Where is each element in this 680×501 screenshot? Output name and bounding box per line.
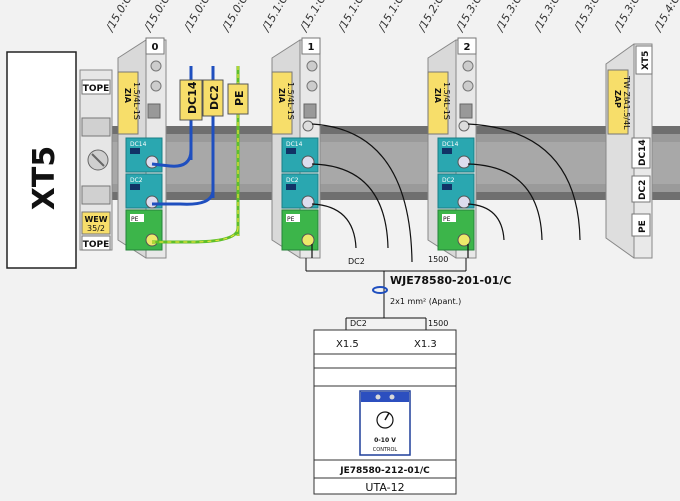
end-plate-label: PE (638, 220, 648, 233)
terminal-2: ZIA 1.5/4L-1S 2 DC14 DC2 PE (427, 37, 477, 259)
terminal-screw-icon (301, 155, 315, 169)
terminal-screw-icon (457, 233, 471, 247)
device-name: UTA-12 (365, 481, 404, 494)
terminal-screw-icon (301, 233, 315, 247)
end-clamp-wew-sub: 35/2 (87, 224, 105, 233)
terminal-0: ZIA 1.5/4L-1S 0 DC14 DC2 PE (117, 37, 167, 259)
terminal-type-code: ZIA (123, 88, 132, 104)
left-block: XT5 (6, 51, 77, 269)
ref-label: /15.0:C (181, 0, 213, 34)
ref-label: /15.1:C (375, 0, 407, 34)
end-clamp-bottom-label: TOPE (83, 240, 110, 250)
cable-spec: 2x1 mm² (Apant.) (390, 297, 461, 306)
terminal-tab-pe: PE (443, 216, 451, 223)
cable-left-label: DC2 (348, 257, 365, 266)
device-left-label: DC2 (350, 319, 367, 328)
terminal-type-spec: 1.5/4L-1S (442, 82, 451, 120)
ref-label: /15.3:C (611, 0, 643, 34)
ref-label: /15.3:C (531, 0, 563, 34)
terminal-type-spec: 1.5/4L-1S (286, 82, 295, 120)
terminal-1: ZIA 1.5/4L-1S 1 DC14 DC2 PE (271, 37, 321, 259)
terminal-tab-pe: PE (131, 216, 139, 223)
cable-run: DC2 1500 WJE78580-201-01/C 2x1 mm² (Apan… (305, 255, 512, 318)
terminal-screw-icon (457, 195, 471, 209)
ref-label: /15.3:C (453, 0, 485, 34)
device-terminal-left: X1.5 (336, 339, 359, 350)
terminal-screw-icon (145, 195, 159, 209)
ref-label: /15.0:C (219, 0, 251, 34)
ref-label: /15.0:C (103, 0, 135, 34)
terminal-type-code: ZIA (433, 88, 442, 104)
end-clamp: TOPE WEW 35/2 TOPE (79, 69, 113, 251)
terminal-number: 2 (464, 42, 471, 53)
terminal-tab-dc2: DC2 (442, 177, 455, 184)
terminal-tab-dc14: DC14 (130, 141, 147, 148)
cable-tie-icon (372, 286, 388, 294)
terminal-screw-icon (145, 155, 159, 169)
device: DC2 1500 X1.5 X1.3 0-10 V CONTROL JE7858… (313, 317, 457, 495)
ref-label: /15.2:C (415, 0, 447, 34)
end-plate-label: DC2 (638, 180, 648, 200)
device-module-sub: CONTROL (373, 447, 398, 453)
end-plate-type-spec: TW ZIA1.5/4L (622, 75, 631, 130)
end-plate-label: DC14 (638, 139, 648, 166)
device-module-text: 0-10 V (374, 437, 396, 444)
cable-right-label: 1500 (428, 255, 448, 264)
ref-label: /15.3:C (571, 0, 603, 34)
cable-marker-label: DC2 (208, 85, 221, 110)
cable-id: WJE78580-201-01/C (390, 274, 512, 287)
wires-to-duct (311, 123, 581, 263)
terminal-tab-dc2: DC2 (286, 177, 299, 184)
terminal-type-code: ZIA (277, 88, 286, 104)
terminal-tab-dc14: DC14 (442, 141, 459, 148)
cable-markers: DC14 DC2 PE (151, 66, 249, 244)
cable-marker-label: PE (233, 90, 246, 106)
ref-label: /15.0:C (141, 0, 173, 34)
device-terminal-right: X1.3 (414, 339, 437, 350)
terminal-screw-icon (457, 155, 471, 169)
left-block-label: XT5 (27, 146, 62, 210)
terminal-type-spec: 1.5/4L-1S (132, 82, 141, 120)
din-rail (112, 126, 680, 200)
ref-label: /15.3:C (493, 0, 525, 34)
end-plate: XT5 ZAP TW ZIA1.5/4L DC14 DC2 PE (605, 43, 653, 259)
device-code: JE78580-212-01/C (339, 466, 430, 476)
ref-label: /15.1:C (297, 0, 329, 34)
terminal-number: 0 (152, 42, 159, 53)
cable-marker-label: DC14 (186, 81, 199, 114)
end-plate-number: XT5 (641, 51, 651, 70)
device-right-label: 1500 (428, 319, 448, 328)
ref-label: /15.4:C (651, 0, 680, 34)
terminal-tab-dc14: DC14 (286, 141, 303, 148)
ref-label: /15.1:C (259, 0, 291, 34)
end-plate-type-code: ZAP (613, 90, 622, 108)
end-clamp-top-label: TOPE (83, 84, 110, 94)
terminal-tab-pe: PE (287, 216, 295, 223)
ref-label: /15.1:C (335, 0, 367, 34)
end-clamp-wew-label: WEW (84, 215, 107, 224)
terminal-screw-icon (145, 233, 159, 247)
terminal-tab-dc2: DC2 (130, 177, 143, 184)
terminal-screw-icon (301, 195, 315, 209)
header-references: /15.0:C /15.0:C /15.0:C /15.0:C /15.1:C … (103, 0, 680, 34)
terminal-number: 1 (308, 42, 315, 53)
